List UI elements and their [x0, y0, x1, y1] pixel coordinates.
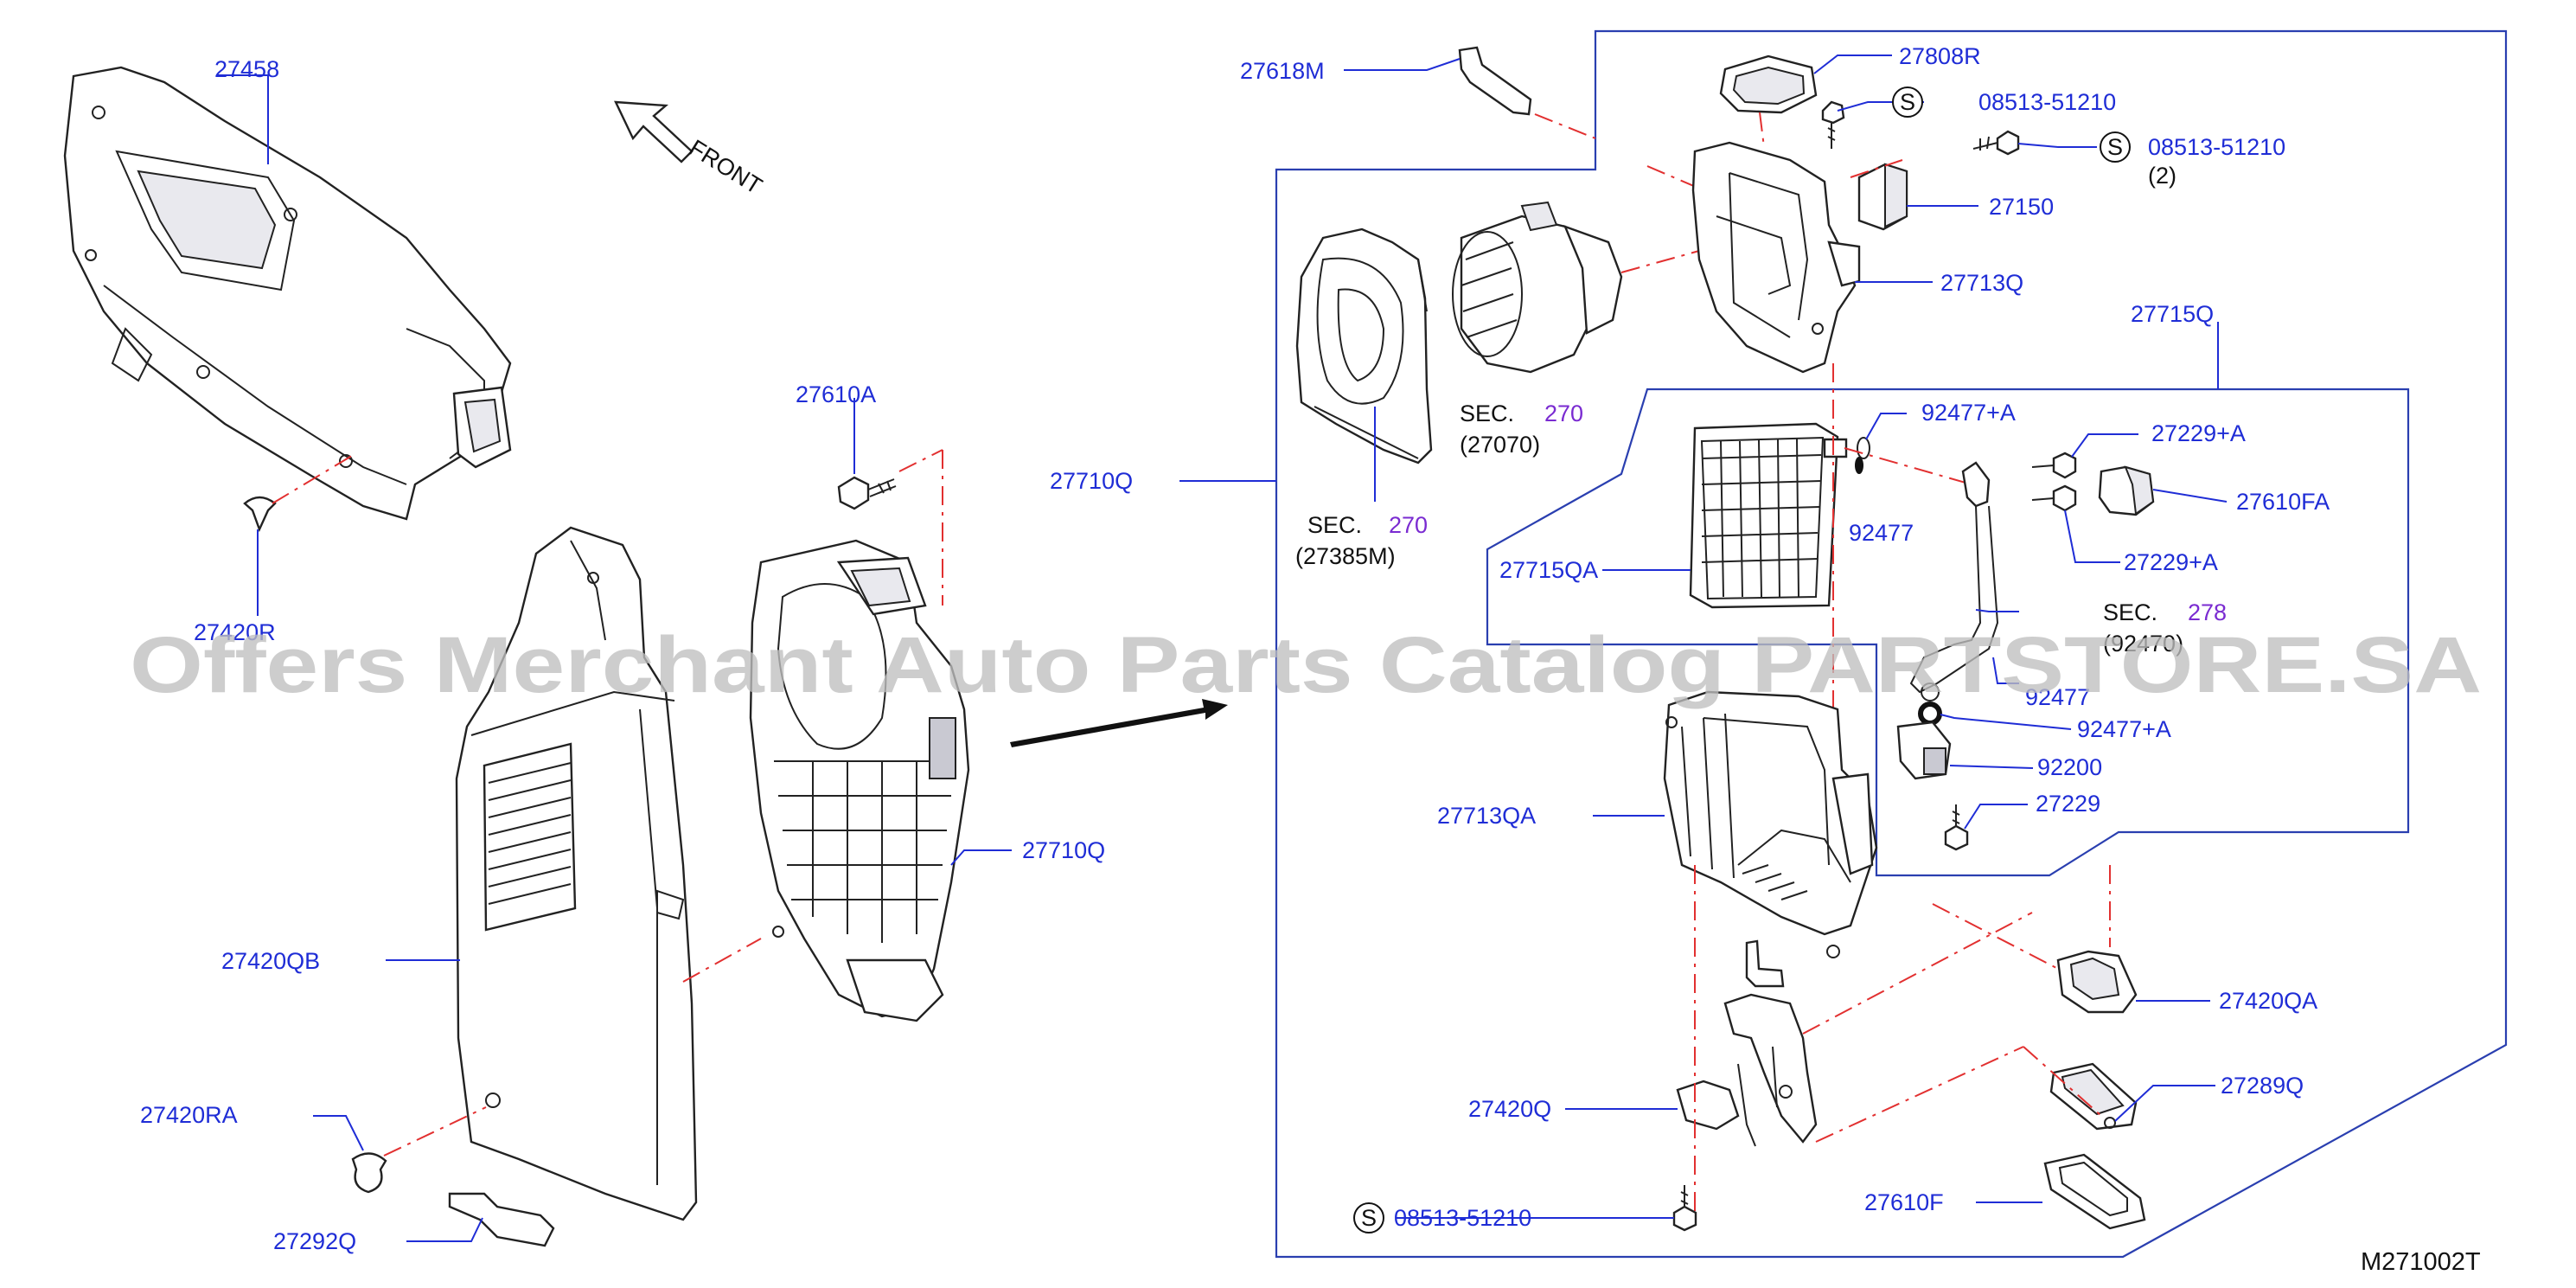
label-27150[interactable]: 27150: [1989, 194, 2054, 220]
label-27715QA[interactable]: 27715QA: [1499, 557, 1598, 583]
svg-text:S: S: [2107, 134, 2123, 160]
label-27458[interactable]: 27458: [214, 56, 279, 82]
bracket-27618M: [1458, 46, 1532, 116]
heater-unit-27710Q: [749, 539, 970, 1022]
screw-08513-c: [1672, 1185, 1697, 1232]
label-27610F[interactable]: 27610F: [1864, 1189, 1944, 1215]
label-92477-low[interactable]: 92477: [2025, 684, 2090, 710]
bracket-27420Q: [1676, 993, 1818, 1147]
svg-text:SEC.: SEC.: [1460, 400, 1514, 426]
label-27610FA[interactable]: 27610FA: [2236, 489, 2330, 515]
label-27808R[interactable]: 27808R: [1899, 43, 1981, 69]
label-27420QA[interactable]: 27420QA: [2219, 988, 2317, 1014]
label-27713Q[interactable]: 27713Q: [1940, 270, 2023, 296]
duct-27420QB: [455, 526, 698, 1221]
label-08513-51210-c[interactable]: 08513-51210: [1394, 1205, 1531, 1231]
watermark: Offers Merchant Auto Parts Catalog PARTS…: [130, 621, 2482, 709]
label-27420R[interactable]: 27420R: [194, 619, 276, 645]
gasket-27610F: [2043, 1153, 2146, 1230]
svg-text:278: 278: [2188, 599, 2227, 625]
scroll-housing: [1295, 227, 1433, 465]
screw-27229-b: [1944, 804, 1969, 851]
svg-text:SEC.: SEC.: [2103, 599, 2157, 625]
clip-27420RA: [351, 1152, 387, 1194]
label-92200[interactable]: 92200: [2037, 754, 2102, 780]
svg-text:S: S: [1900, 89, 1915, 115]
heater-case-27713QA: [1663, 690, 1878, 958]
outer-assembly-frame: [1275, 29, 2508, 1259]
heater-core-27715QA: [1689, 422, 1848, 609]
svg-text:270: 270: [1389, 512, 1428, 538]
resistor-27150: [1857, 163, 1908, 231]
pad-27420QA: [2056, 950, 2138, 1014]
label-08513-51210-b-qty: (2): [2148, 163, 2176, 189]
o-ring-92477-a: [1855, 437, 1870, 474]
blower-motor: [1452, 201, 1623, 374]
screw-08513-a: [1821, 100, 1845, 149]
label-08513-51210-b[interactable]: 08513-51210: [2148, 134, 2285, 160]
diagram-code: M271002T: [2361, 1248, 2481, 1276]
pad-27289Q: [2049, 1062, 2138, 1131]
air-intake-27808R: [1719, 54, 1818, 114]
label-27420QB[interactable]: 27420QB: [221, 948, 320, 974]
front-direction-arrow: [614, 100, 694, 163]
pipe-92470: [1909, 461, 1999, 694]
drain-hose: [1745, 939, 1785, 988]
sec-ref-blower[interactable]: SEC. 270 (27070): [1460, 400, 1583, 458]
label-27292Q[interactable]: 27292Q: [273, 1228, 356, 1254]
label-08513-51210-a[interactable]: 08513-51210: [1978, 89, 2116, 115]
front-label: FRONT: [685, 135, 767, 200]
svg-text:(92470): (92470): [2103, 631, 2183, 657]
svg-text:S: S: [1361, 1205, 1377, 1231]
label-27710Q-right[interactable]: 27710Q: [1050, 468, 1133, 494]
label-27420RA[interactable]: 27420RA: [140, 1102, 238, 1128]
valve-92200: [1896, 721, 1952, 780]
label-27229-a-bottom[interactable]: 27229+A: [2124, 549, 2218, 575]
label-27618M[interactable]: 27618M: [1240, 58, 1325, 84]
label-92477-mid[interactable]: 92477: [1849, 520, 1914, 546]
leader-lines: [218, 54, 2228, 1242]
label-27229[interactable]: 27229: [2036, 791, 2100, 817]
screw-08513-b: [1972, 130, 2020, 156]
svg-text:(27385M): (27385M): [1295, 543, 1396, 569]
label-92477-a-top[interactable]: 92477+A: [1921, 400, 2016, 426]
label-27420Q[interactable]: 27420Q: [1468, 1096, 1551, 1122]
bracket-27292Q: [448, 1192, 555, 1247]
clip-27610FA: [2098, 465, 2155, 516]
label-27610A[interactable]: 27610A: [796, 381, 876, 407]
s-marker-b: S: [2100, 131, 2131, 163]
sec-ref-scroll[interactable]: SEC. 270 (27385M): [1295, 512, 1428, 569]
s-marker-a: S: [1892, 87, 1923, 118]
heater-core-subframe: [1486, 388, 2410, 877]
label-92477-a-low[interactable]: 92477+A: [2077, 716, 2171, 742]
svg-text:SEC.: SEC.: [1307, 512, 1362, 538]
trim-panel-27458: [63, 66, 512, 521]
screws-27229-a: [2031, 452, 2077, 512]
label-27710Q-left[interactable]: 27710Q: [1022, 837, 1105, 863]
intake-case-27713Q: [1691, 141, 1861, 374]
label-27715Q[interactable]: 27715Q: [2131, 301, 2214, 327]
svg-text:270: 270: [1544, 400, 1583, 426]
assembly-pointer-arrow: [1010, 699, 1228, 747]
screw-27610A: [837, 476, 897, 510]
clip-27420R: [243, 496, 277, 533]
label-27289Q[interactable]: 27289Q: [2221, 1073, 2304, 1099]
label-27229-a-top[interactable]: 27229+A: [2151, 420, 2246, 446]
sec-ref-pipe[interactable]: SEC. 278 (92470): [2103, 599, 2227, 657]
s-marker-c: S: [1353, 1202, 1384, 1234]
svg-text:(27070): (27070): [1460, 432, 1540, 458]
label-27713QA[interactable]: 27713QA: [1437, 803, 1536, 829]
